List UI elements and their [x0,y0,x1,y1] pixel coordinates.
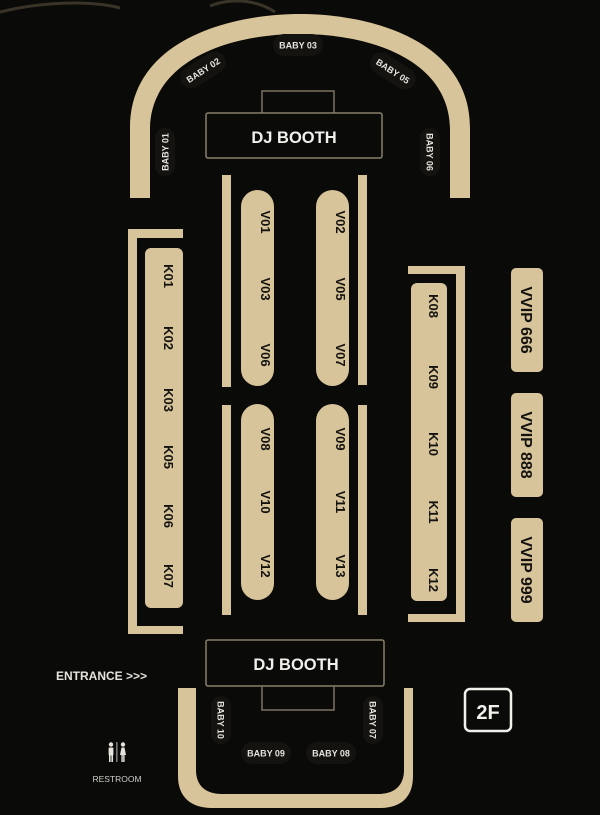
baby-table-03-label: BABY 03 [279,41,317,51]
baby-table-09-label: BABY 09 [247,749,285,759]
table-v09[interactable]: V09 [333,427,348,450]
baby-table-03[interactable]: BABY 03 [273,34,323,56]
table-k08[interactable]: K08 [426,294,441,318]
table-k09[interactable]: K09 [426,365,441,389]
dj-booth-top: DJ BOOTH [205,112,383,159]
table-k11[interactable]: K11 [426,500,441,523]
dj-booth-bottom-label: DJ BOOTH [253,656,338,674]
vvip-room-888[interactable]: VVIP 888 [511,393,543,497]
baby-table-10-label: BABY 10 [216,701,226,739]
dj-booth-bottom: DJ BOOTH [205,639,385,687]
baby-table-01[interactable]: BABY 01 [155,128,175,176]
table-k10[interactable]: K10 [426,432,441,456]
dj-booth-top-label: DJ BOOTH [251,129,336,147]
v-center-section [222,175,367,615]
baby-table-07[interactable]: BABY 07 [363,696,383,744]
baby-table-08-label: BABY 08 [312,749,350,759]
k-right-section [408,266,465,622]
table-v01[interactable]: V01 [258,210,273,233]
entrance-label: ENTRANCE >>> [56,669,147,683]
decorative-swirl [0,1,121,14]
table-k05[interactable]: K05 [161,445,176,469]
vvip-999-label: VVIP 999 [517,536,534,603]
vvip-room-666[interactable]: VVIP 666 [511,268,543,372]
bottom-baby-section [178,686,413,808]
restroom-label: RESTROOM [92,774,141,784]
baby-table-06-label: BABY 06 [425,133,435,171]
table-k02[interactable]: K02 [161,326,176,350]
table-v06[interactable]: V06 [258,343,273,366]
baby-table-10[interactable]: BABY 10 [211,696,231,744]
baby-table-08[interactable]: BABY 08 [306,742,356,764]
vvip-888-label: VVIP 888 [517,411,534,478]
floor-badge: 2F [463,687,513,733]
table-k03[interactable]: K03 [161,388,176,412]
baby-table-01-label: BABY 01 [161,133,171,171]
table-v08[interactable]: V08 [258,427,273,450]
table-v11[interactable]: V11 [333,491,348,513]
floor-badge-label: 2F [476,702,499,724]
table-v12[interactable]: V12 [258,554,273,577]
table-k01[interactable]: K01 [161,264,176,288]
baby-table-07-label: BABY 07 [368,701,378,739]
baby-table-09[interactable]: BABY 09 [241,742,291,764]
restroom-icon [108,742,126,762]
bottom-dj-riser [261,686,335,711]
bottom-u-wall [178,688,413,808]
table-v03[interactable]: V03 [258,277,273,300]
table-k07[interactable]: K07 [161,564,176,588]
decorative-swirl-2 [209,0,276,14]
top-baby-section [130,14,470,198]
table-k06[interactable]: K06 [161,504,176,528]
k-left-section [128,229,183,634]
baby-table-06[interactable]: BABY 06 [420,128,440,176]
vvip-666-label: VVIP 666 [517,286,534,353]
table-v05[interactable]: V05 [333,277,348,300]
table-v02[interactable]: V02 [333,210,348,233]
table-v13[interactable]: V13 [333,554,348,577]
top-dj-riser [261,90,335,113]
table-k12[interactable]: K12 [426,568,441,592]
table-v07[interactable]: V07 [333,343,348,366]
vvip-room-999[interactable]: VVIP 999 [511,518,543,622]
table-v10[interactable]: V10 [258,490,273,513]
